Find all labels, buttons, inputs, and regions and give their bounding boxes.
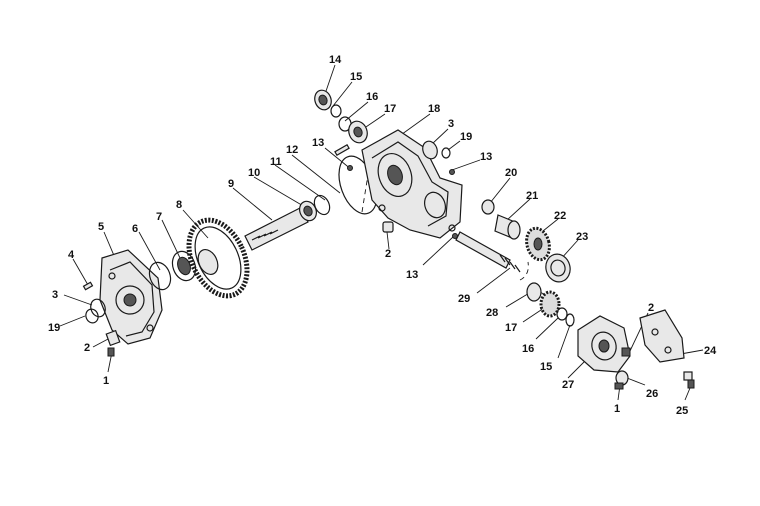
callout-4: 4 bbox=[68, 249, 75, 261]
callout-15: 15 bbox=[350, 71, 362, 83]
callout-15: 15 bbox=[540, 361, 552, 373]
callout-19: 19 bbox=[48, 322, 60, 334]
callout-10: 10 bbox=[248, 167, 260, 179]
callout-22: 22 bbox=[554, 210, 566, 222]
callout-27: 27 bbox=[562, 379, 574, 391]
callout-8: 8 bbox=[176, 199, 182, 211]
callout-13: 13 bbox=[480, 151, 492, 163]
callout-2: 2 bbox=[84, 342, 90, 354]
callout-2: 2 bbox=[648, 302, 654, 314]
callout-19: 19 bbox=[460, 131, 472, 143]
callout-2: 2 bbox=[385, 248, 391, 260]
callout-20: 20 bbox=[505, 167, 517, 179]
callout-9: 9 bbox=[228, 178, 234, 190]
callout-13: 13 bbox=[312, 137, 324, 149]
callout-16: 16 bbox=[522, 343, 534, 355]
callout-26: 26 bbox=[646, 388, 658, 400]
right-cover-assembly bbox=[577, 309, 695, 390]
callout-21: 21 bbox=[526, 190, 538, 202]
callout-14: 14 bbox=[329, 54, 342, 66]
callout-3: 3 bbox=[52, 289, 58, 301]
callout-13: 13 bbox=[406, 269, 418, 281]
assembly-lines bbox=[361, 149, 561, 309]
callout-3: 3 bbox=[448, 118, 454, 130]
input-shaft bbox=[244, 194, 331, 251]
main-housing bbox=[361, 129, 463, 239]
callout-11: 11 bbox=[270, 156, 282, 168]
callout-24: 24 bbox=[704, 345, 717, 357]
callout-7: 7 bbox=[156, 211, 162, 223]
callout-25: 25 bbox=[676, 405, 688, 417]
callout-29: 29 bbox=[458, 293, 470, 305]
output-shaft-assembly bbox=[452, 199, 575, 327]
top-bearing-stack bbox=[314, 89, 455, 175]
callout-23: 23 bbox=[576, 231, 588, 243]
callout-1: 1 bbox=[103, 375, 109, 387]
left-cover-assembly bbox=[82, 249, 197, 357]
callout-16: 16 bbox=[366, 91, 378, 103]
ring-gear bbox=[186, 217, 250, 299]
callout-6: 6 bbox=[132, 223, 138, 235]
callout-labels: 14 15 16 17 18 3 19 13 13 12 11 10 9 8 7… bbox=[48, 54, 717, 417]
callout-12: 12 bbox=[286, 144, 298, 156]
callout-1: 1 bbox=[614, 403, 620, 415]
callout-5: 5 bbox=[98, 221, 104, 233]
callout-28: 28 bbox=[486, 307, 498, 319]
callout-17: 17 bbox=[505, 322, 517, 334]
callout-18: 18 bbox=[428, 103, 440, 115]
gasket-ring bbox=[334, 143, 378, 215]
callout-17: 17 bbox=[384, 103, 396, 115]
